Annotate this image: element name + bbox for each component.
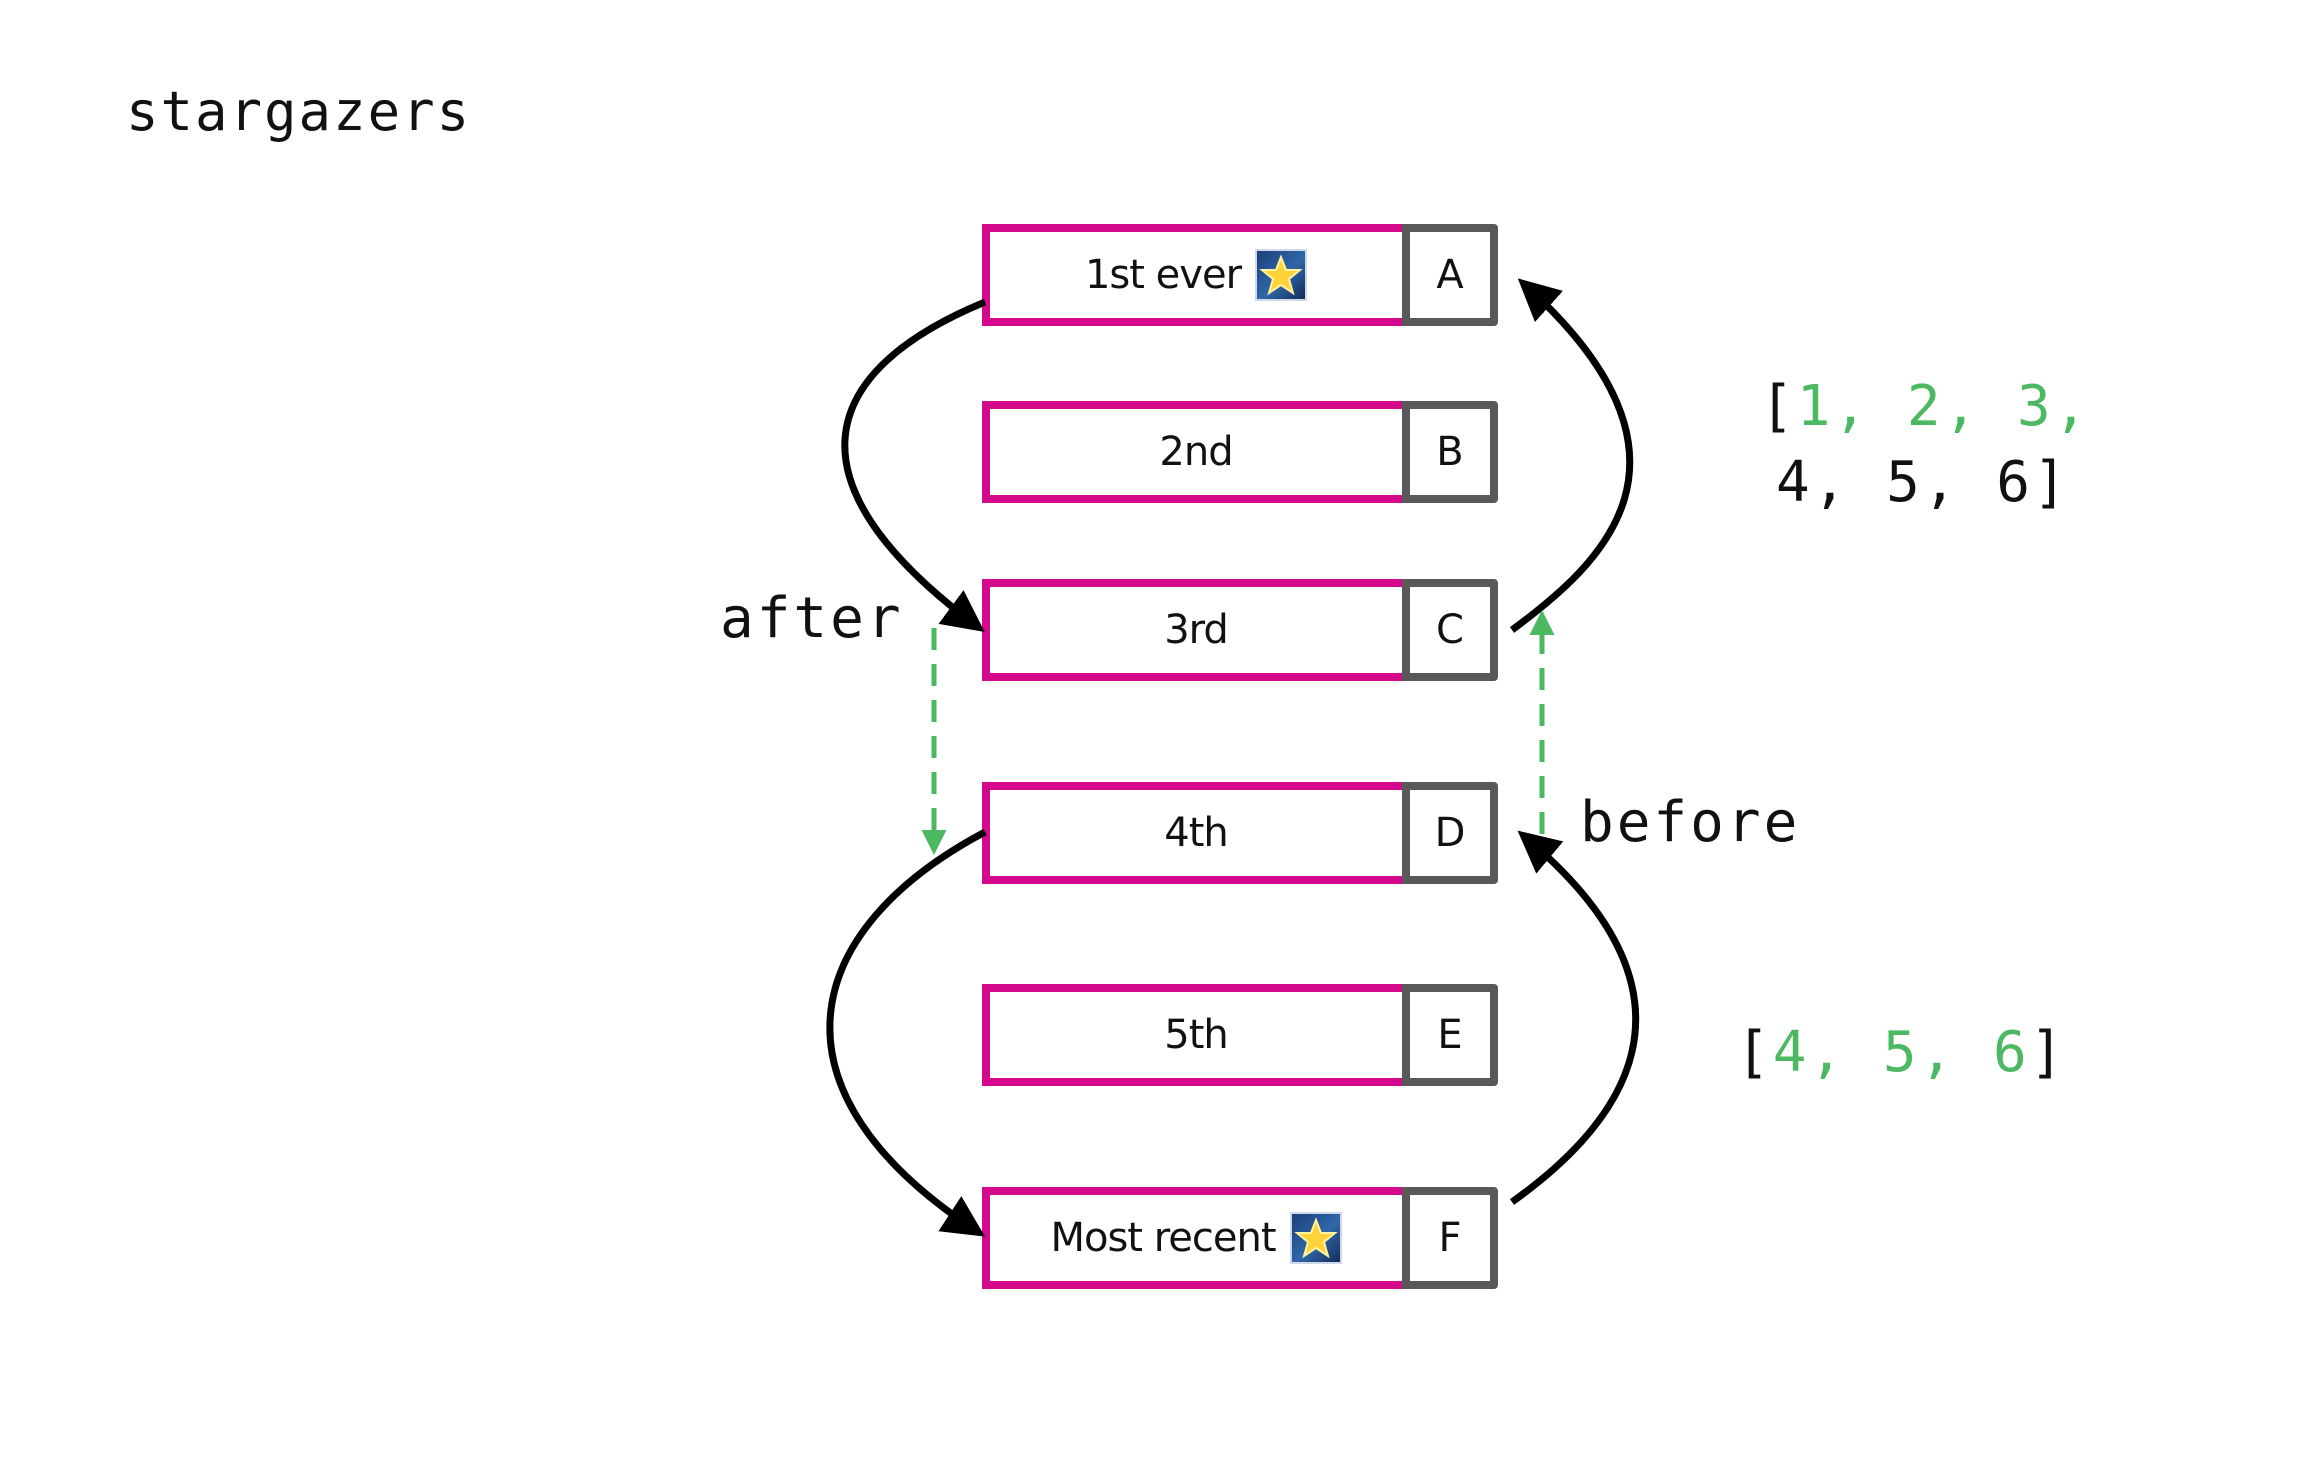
before-arrow-top: [1509, 278, 1634, 633]
bracket-close: ]: [2033, 450, 2070, 515]
row-key: D: [1402, 782, 1498, 884]
stargazer-row-4: 4th D: [982, 782, 1510, 884]
row-label-box: 1st ever: [982, 224, 1402, 326]
after-label: after: [720, 586, 904, 651]
stargazer-row-5: 5th E: [982, 984, 1510, 1086]
stargazer-row-6: Most recent F: [982, 1187, 1510, 1289]
row-label-box: 2nd: [982, 401, 1402, 503]
result-top-green-values: 1, 2, 3,: [1796, 374, 2091, 439]
after-arrow-top: [841, 298, 987, 633]
bracket-open: [: [1736, 1020, 1773, 1085]
row-key: E: [1402, 984, 1498, 1086]
result-top-black-values: 4, 5, 6: [1776, 450, 2034, 515]
result-bottom-values: 4, 5, 6: [1772, 1020, 2030, 1085]
row-key: A: [1402, 224, 1498, 326]
bracket-close: ]: [2029, 1020, 2067, 1085]
result-bottom: [4, 5, 6]: [1736, 1020, 2066, 1085]
row-label-box: 5th: [982, 984, 1402, 1086]
before-arrow-bottom: [1509, 830, 1640, 1205]
bracket-open: [: [1760, 374, 1797, 439]
row-label: 1st ever: [1084, 252, 1242, 298]
row-label: 2nd: [1159, 429, 1233, 475]
stargazer-row-1: 1st ever A: [982, 224, 1510, 326]
row-key: C: [1402, 579, 1498, 681]
row-label: Most recent: [1050, 1215, 1276, 1261]
glowing-star-icon: [1289, 1212, 1342, 1264]
row-key: B: [1402, 401, 1498, 503]
row-label-box: 4th: [982, 782, 1402, 884]
result-top-line-1: [1, 2, 3,: [1760, 374, 2090, 439]
row-label: 4th: [1164, 810, 1228, 856]
result-top-line-2: 4, 5, 6]: [1776, 450, 2070, 515]
glowing-star-icon: [1255, 249, 1308, 301]
diagram-title: stargazers: [126, 80, 472, 143]
row-label-box: 3rd: [982, 579, 1402, 681]
row-label: 3rd: [1164, 607, 1229, 653]
before-label: before: [1580, 790, 1801, 855]
row-key: F: [1402, 1187, 1498, 1289]
row-label: 5th: [1164, 1012, 1228, 1058]
stargazer-row-3: 3rd C: [982, 579, 1510, 681]
stargazer-row-2: 2nd B: [982, 401, 1510, 503]
after-arrow-bottom: [826, 828, 987, 1237]
row-label-box: Most recent: [982, 1187, 1402, 1289]
